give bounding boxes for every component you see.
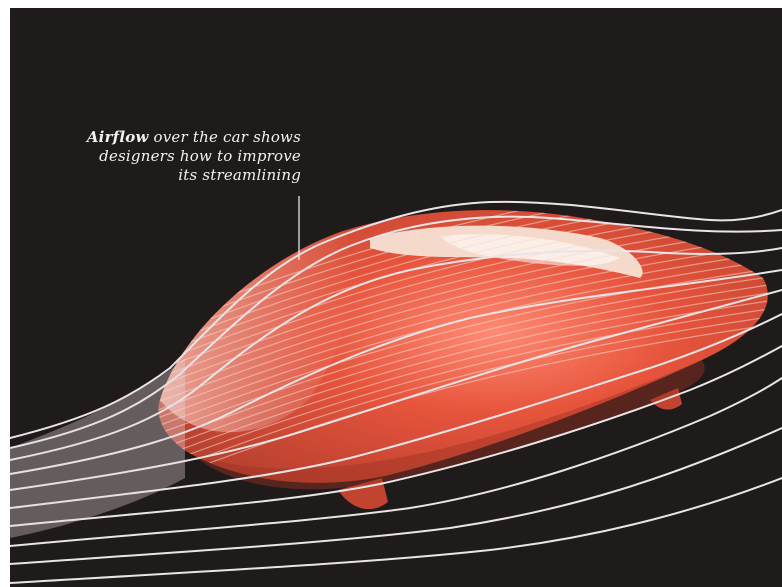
car-airflow-illustration xyxy=(10,8,782,587)
caption-line-2: designers how to improve xyxy=(71,147,301,166)
caption-line-3: its streamlining xyxy=(71,166,301,185)
caption-line-1-rest: over the car shows xyxy=(149,128,301,146)
photo-caption: Airflow over the car shows designers how… xyxy=(71,128,301,185)
caption-line-1: Airflow over the car shows xyxy=(71,128,301,147)
caption-lead-word: Airflow xyxy=(87,128,149,146)
airflow-photo xyxy=(10,8,782,587)
